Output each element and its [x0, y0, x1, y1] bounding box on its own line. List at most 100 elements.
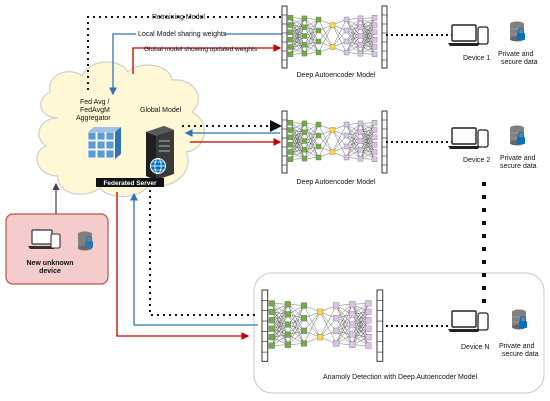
network-edge [352, 311, 369, 335]
device2-database-lock-icon [510, 125, 525, 146]
network-edge [287, 304, 305, 344]
aggregator-cube-icon [87, 127, 121, 159]
network-edge [271, 324, 289, 346]
network-edge [287, 305, 305, 345]
lock-body [517, 33, 525, 40]
network-node [301, 24, 308, 30]
global-model-label: Global Model [140, 107, 182, 114]
network-edge [287, 318, 305, 345]
laptop-screen [451, 24, 477, 42]
network-node [287, 44, 294, 50]
network-edge [304, 135, 319, 159]
network-node [357, 129, 364, 135]
global-update-label: Global model showing updated weights [144, 46, 258, 53]
network-node [343, 27, 350, 34]
network-node [329, 22, 336, 28]
cube-cell [87, 131, 97, 141]
network-edge [336, 304, 353, 344]
network-edge [290, 132, 305, 153]
model-label-top: Deep Autoencoder Model [297, 72, 376, 79]
network-node [301, 50, 308, 57]
lock-body [519, 321, 527, 328]
network-edge [336, 305, 353, 335]
network-edge [290, 122, 305, 150]
network-node [349, 321, 356, 328]
network-edge [304, 30, 319, 54]
network-edge [346, 132, 361, 158]
network-edge [346, 18, 361, 53]
network-node [301, 15, 308, 22]
network-node [268, 317, 275, 324]
deviceN-data-line1: Private and [499, 343, 535, 350]
network-node [371, 15, 378, 21]
network-edge [360, 122, 375, 150]
network-node [333, 327, 340, 334]
phone-icon [477, 312, 489, 331]
network-node [357, 155, 364, 162]
new-device-database-lock-icon [78, 231, 93, 251]
deviceN-laptop-icon [448, 310, 489, 332]
autoencoder-network-top [281, 5, 388, 69]
network-node [343, 143, 350, 150]
network-edge [360, 32, 375, 54]
network-node [349, 301, 356, 308]
network-edge [360, 137, 375, 159]
device1-laptop-icon [448, 24, 489, 46]
network-edge [304, 27, 319, 53]
network-edge [304, 19, 319, 45]
network-edge [336, 318, 353, 345]
laptop-base [448, 43, 480, 46]
network-node [301, 138, 308, 144]
network-node [371, 44, 378, 50]
lock-shackle [519, 315, 527, 321]
cube-cell [96, 149, 106, 159]
laptop-base [448, 146, 480, 149]
network-edge [352, 303, 369, 325]
network-edge [319, 318, 337, 338]
network-edge [360, 27, 375, 55]
federated-server-label: Federated Server [103, 180, 157, 187]
device2-data-line1: Private and [500, 155, 536, 162]
autoencoder-network-middle [281, 110, 388, 174]
aggregator-label-1: Fed Avg / [80, 99, 110, 106]
phone-icon [477, 129, 489, 148]
network-edge [271, 311, 289, 335]
network-node [329, 44, 336, 50]
deviceN-label: Device N [461, 344, 489, 351]
network-node [287, 142, 294, 148]
federated-server-label-bg [96, 178, 164, 187]
network-node [287, 15, 294, 21]
network-node [287, 120, 294, 126]
network-edge [304, 124, 319, 142]
network-edge [304, 35, 319, 53]
network-edge [290, 17, 305, 45]
network-edge [290, 35, 305, 55]
network-node [333, 340, 340, 347]
network-edge [346, 123, 361, 158]
network-edge [304, 124, 319, 159]
network-node [268, 300, 275, 307]
network-edge [271, 304, 289, 329]
network-node [284, 321, 291, 328]
network-edge [319, 305, 337, 338]
aggregator-label-3: Aggregator [76, 115, 111, 122]
device1-database-lock-icon [510, 21, 525, 42]
network-edge [287, 314, 305, 344]
network-node [365, 308, 372, 315]
network-edge [304, 18, 319, 53]
network-edge [360, 35, 375, 55]
network-edge [287, 304, 305, 331]
network-edge [352, 320, 369, 345]
network-node [287, 51, 294, 57]
network-node [349, 331, 356, 338]
network-node [268, 308, 275, 315]
network-node [317, 308, 324, 315]
network-node [284, 331, 291, 338]
network-node [329, 149, 336, 155]
network-edge [352, 303, 369, 335]
anomaly-detection-container [253, 272, 545, 394]
network-edge [304, 140, 319, 158]
network-node [357, 24, 364, 30]
network-edge [346, 124, 361, 159]
